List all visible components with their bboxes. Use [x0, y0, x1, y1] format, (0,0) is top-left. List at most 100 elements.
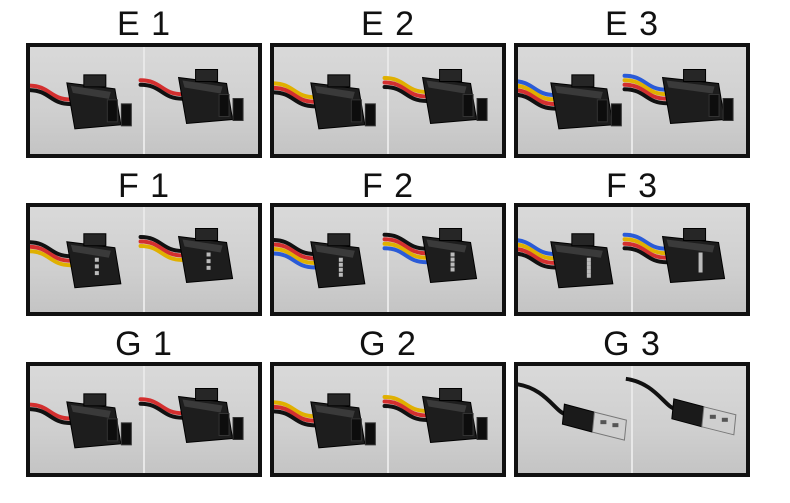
wire — [138, 239, 185, 258]
wire — [274, 85, 317, 104]
wire — [30, 407, 73, 426]
connector-photo — [274, 47, 488, 154]
wire — [382, 232, 429, 251]
connector-cell: E 1 — [26, 0, 262, 503]
connector-photo-frame — [26, 203, 262, 316]
wire — [274, 81, 317, 100]
wire — [138, 401, 185, 420]
connector-housing — [382, 69, 488, 125]
wire — [518, 79, 557, 98]
wire — [274, 242, 317, 261]
connector-photo — [274, 207, 478, 312]
wire — [138, 82, 185, 101]
wire — [30, 249, 73, 268]
connector-housing — [382, 228, 478, 284]
wire — [382, 80, 429, 99]
wire — [518, 84, 557, 102]
wire — [138, 244, 185, 262]
wire — [382, 404, 429, 422]
connector-housing — [138, 388, 244, 444]
connector-housing — [138, 228, 234, 284]
connector-housing — [382, 388, 488, 444]
wire — [30, 240, 73, 259]
connector-photo-frame — [270, 362, 506, 477]
connector-housing — [518, 74, 622, 130]
wire — [382, 395, 429, 413]
wire — [622, 237, 669, 256]
wire — [518, 238, 557, 256]
connector-housing — [518, 233, 614, 289]
connector-cell: F 2 — [270, 0, 506, 503]
wire — [622, 73, 669, 92]
connector-photo-frame — [26, 362, 262, 477]
connector-photo — [274, 366, 488, 473]
wire — [622, 232, 669, 251]
connector-cell: G 2 — [270, 0, 506, 503]
connector-photo — [30, 47, 244, 154]
connector-label: E 2 — [360, 5, 416, 43]
wire — [274, 90, 317, 109]
wire — [382, 85, 429, 103]
usb-plug — [518, 382, 627, 441]
connector-housing — [274, 74, 376, 130]
wire — [30, 402, 73, 421]
wire — [274, 409, 317, 428]
connector-housing — [30, 233, 122, 289]
wire — [30, 83, 73, 102]
connector-photo — [518, 207, 726, 312]
connector-cell: F 1 — [26, 0, 262, 503]
connector-photo-frame — [514, 203, 750, 316]
wire — [622, 246, 669, 265]
wire — [622, 241, 669, 260]
connector-label: F 1 — [117, 167, 171, 205]
wire — [518, 93, 557, 111]
connector-photo — [518, 366, 737, 473]
wire — [518, 88, 557, 107]
connector-housing — [138, 69, 244, 125]
wire — [622, 78, 669, 97]
connector-housing — [622, 69, 734, 125]
connector-cell: G 1 — [26, 0, 262, 503]
wire — [622, 82, 669, 101]
wire — [382, 237, 429, 256]
connector-photo-frame — [270, 43, 506, 158]
connector-label: F 3 — [605, 167, 659, 205]
wire — [274, 251, 317, 270]
wire — [518, 242, 557, 261]
connector-photo — [518, 47, 734, 154]
usb-plug — [625, 376, 737, 436]
wire — [138, 397, 185, 416]
connector-housing — [274, 393, 376, 449]
connector-housing — [30, 74, 132, 130]
wire — [382, 399, 429, 418]
connector-housing — [274, 233, 366, 289]
connector-label: E 3 — [604, 5, 660, 43]
wire — [138, 78, 185, 97]
wire — [274, 404, 317, 423]
connector-cell: E 2 — [270, 0, 506, 503]
connector-photo-frame — [26, 43, 262, 158]
connector-label: G 2 — [359, 325, 417, 363]
wire — [518, 247, 557, 265]
connector-photo-frame — [514, 362, 750, 477]
connector-photo — [30, 366, 244, 473]
connector-label: G 3 — [603, 325, 661, 363]
connector-housing — [622, 228, 726, 284]
wire — [274, 247, 317, 265]
wire — [518, 251, 557, 270]
connector-cell: G 3 — [514, 0, 750, 503]
wire — [274, 400, 317, 419]
wire — [138, 235, 185, 253]
wire — [30, 88, 73, 107]
connector-photo — [30, 207, 234, 312]
connector-label: G 1 — [115, 325, 173, 363]
connector-label: E 1 — [116, 5, 172, 43]
connector-photo-frame — [514, 43, 750, 158]
connector-label: F 2 — [361, 167, 415, 205]
connector-housing — [30, 393, 132, 449]
wire — [622, 87, 669, 106]
connector-cell: E 3 — [514, 0, 750, 503]
wire — [30, 244, 73, 263]
wire — [382, 241, 429, 260]
wire — [382, 76, 429, 94]
